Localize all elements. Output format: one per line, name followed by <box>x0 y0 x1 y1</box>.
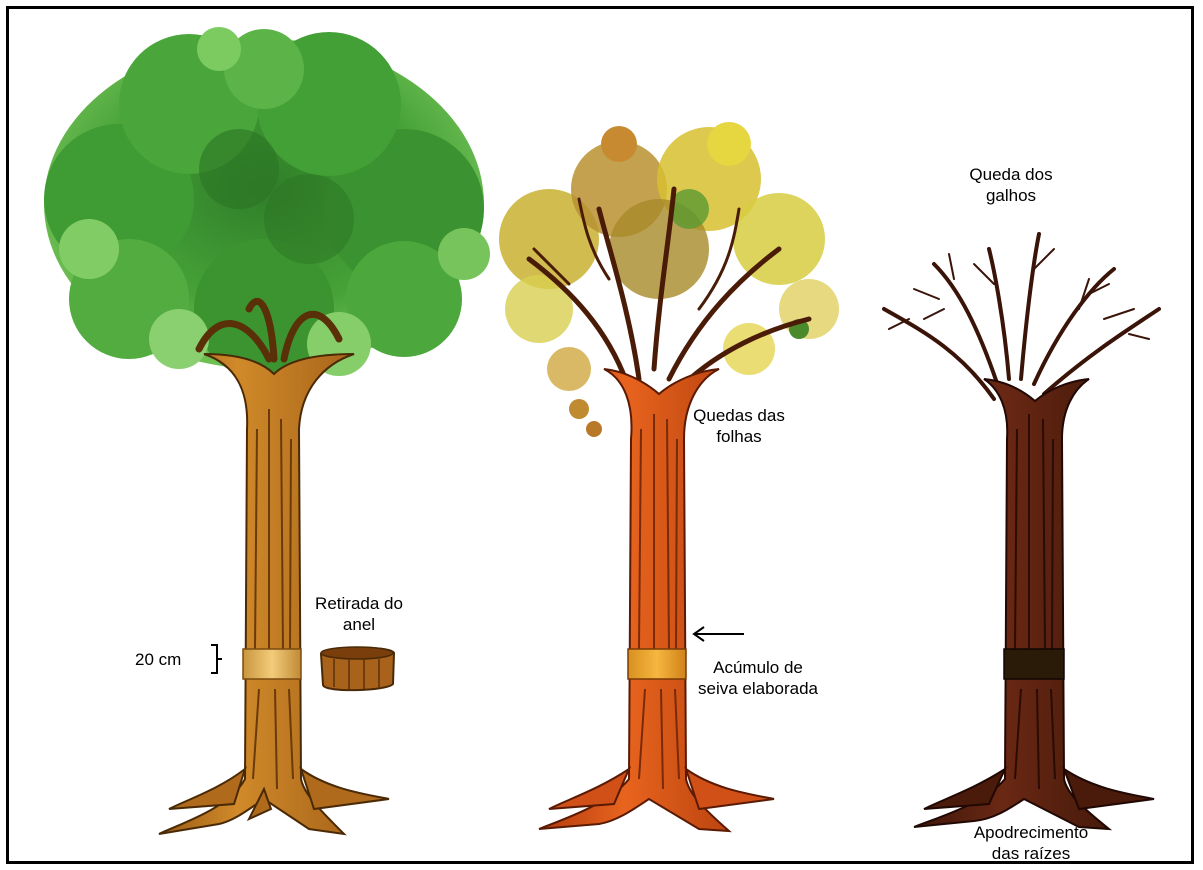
diagram-frame: 20 cm Retirada do anel Quedas das folhas… <box>6 6 1194 864</box>
dead-branches <box>884 234 1159 399</box>
ring-removal-label: Retirada do anel <box>297 593 421 635</box>
dying-tree <box>499 122 839 831</box>
measure-label: 20 cm <box>135 649 181 670</box>
root-rot-label: Apodrecimento das raízes <box>961 822 1101 864</box>
sap-arrow <box>694 627 744 641</box>
dead-trunk <box>914 379 1109 829</box>
dead-ring-band <box>1004 649 1064 679</box>
leaf-fall-label: Quedas das folhas <box>677 405 801 447</box>
dying-ring-band <box>628 649 686 679</box>
removed-ring-piece <box>321 647 394 690</box>
dead-tree <box>884 234 1159 829</box>
healthy-ring-band <box>243 649 301 679</box>
branch-fall-line-1: Queda dos <box>951 164 1071 185</box>
measure-bracket <box>211 645 222 673</box>
root-rot-line-2: das raízes <box>961 843 1101 864</box>
ring-removal-line-1: Retirada do <box>297 593 421 614</box>
branch-fall-label: Queda dos galhos <box>951 164 1071 206</box>
sap-line-1: Acúmulo de <box>683 657 833 678</box>
girdling-diagram <box>9 9 1194 864</box>
sap-line-2: seiva elaborada <box>683 678 833 699</box>
leaf-fall-line-1: Quedas das <box>677 405 801 426</box>
healthy-tree <box>44 27 490 834</box>
root-rot-line-1: Apodrecimento <box>961 822 1101 843</box>
ring-removal-line-2: anel <box>297 614 421 635</box>
branch-fall-line-2: galhos <box>951 185 1071 206</box>
sap-accumulation-label: Acúmulo de seiva elaborada <box>683 657 833 699</box>
leaf-fall-line-2: folhas <box>677 426 801 447</box>
